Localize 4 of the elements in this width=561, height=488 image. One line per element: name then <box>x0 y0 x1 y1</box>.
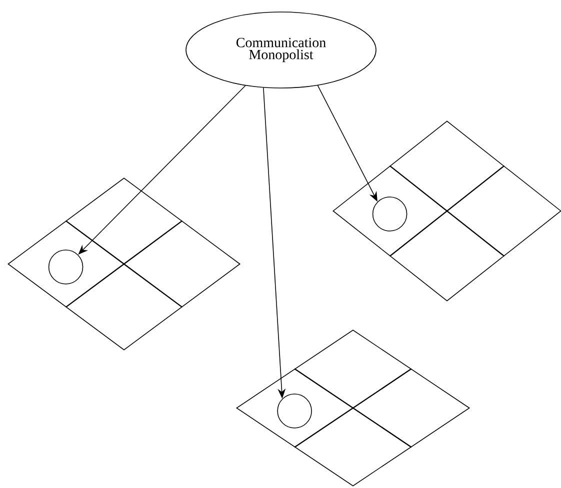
circle <box>48 250 84 284</box>
circle <box>277 394 312 428</box>
ellipse-node: Communication Monopolist <box>186 12 376 88</box>
circle <box>372 196 408 232</box>
